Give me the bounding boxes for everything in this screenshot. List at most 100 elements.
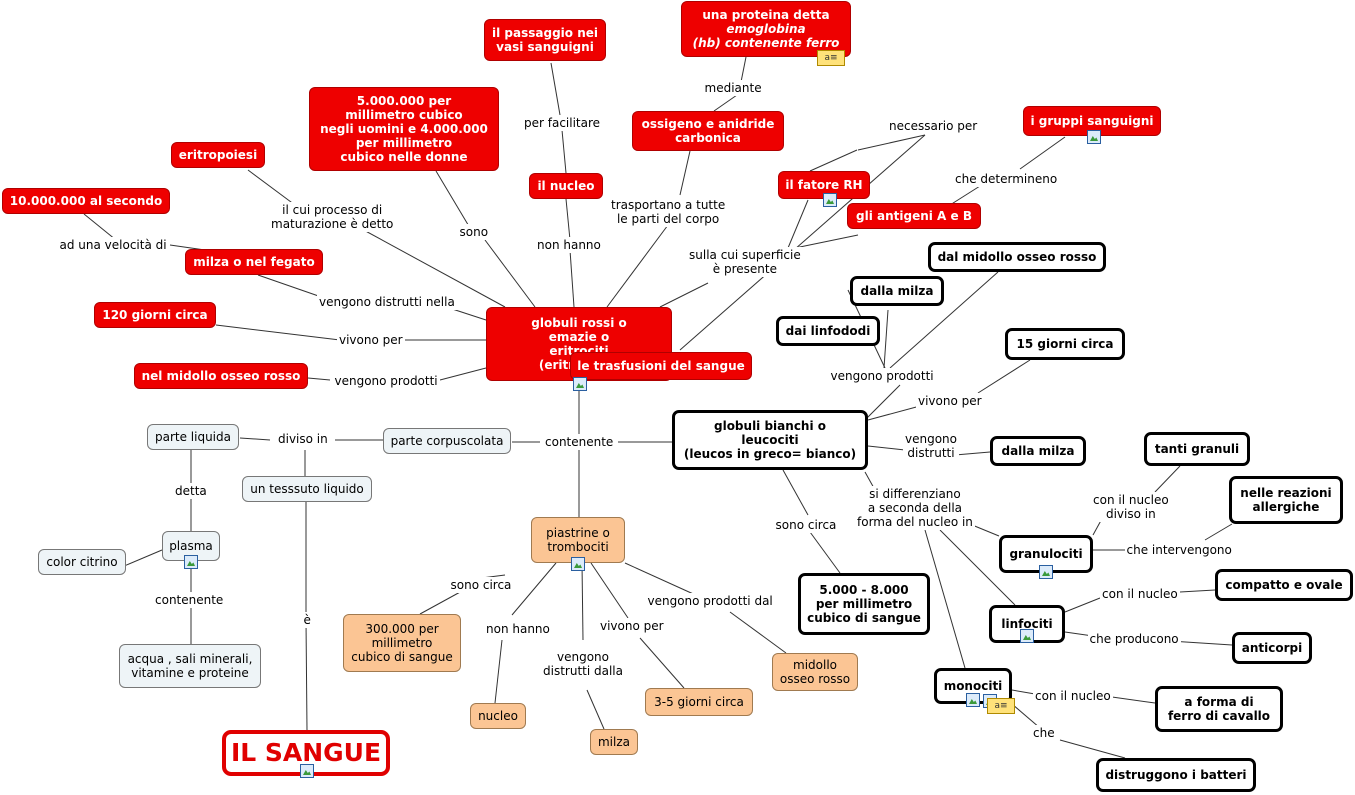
node-proteina-line-1: una proteina detta [702, 8, 830, 22]
picture-icon[interactable] [573, 377, 587, 391]
picture-icon[interactable] [300, 764, 314, 778]
node-dalla-milza-mid[interactable]: dalla milza [990, 436, 1086, 466]
node-diecimilioni[interactable]: 10.000.000 al secondo [2, 188, 170, 214]
node-tanti-granuli[interactable]: tanti granuli [1144, 432, 1250, 466]
node-compatto[interactable]: compatto e ovale [1215, 569, 1353, 601]
node-color-citrino[interactable]: color citrino [38, 549, 126, 575]
node-tessuto[interactable]: un tesssuto liquido [242, 476, 372, 502]
connector-line [679, 134, 926, 351]
node-root[interactable]: IL SANGUE [222, 730, 390, 776]
node-nucleo-peach[interactable]: nucleo [470, 703, 526, 729]
link-label-distrutti-white: vengono distrutti [903, 431, 959, 461]
connector-line [809, 531, 841, 574]
link-label-nucleo-diviso: con il nucleo diviso in [1091, 492, 1171, 522]
connector-line [1059, 739, 1126, 759]
connector-line [606, 224, 669, 308]
connector-line [740, 56, 747, 83]
connector-line [359, 227, 506, 308]
connector-line [864, 384, 901, 421]
node-cinquemilioni[interactable]: 5.000.000 per millimetro cubico negli uo… [309, 87, 499, 171]
connector-line [954, 451, 991, 456]
link-label-sono-circa-peach: sono circa [448, 577, 514, 593]
node-dalla-milza-top[interactable]: dalla milza [850, 276, 944, 306]
node-cinquemila[interactable]: 5.000 - 8.000 per millimetro cubico di s… [798, 573, 930, 635]
connector-line [794, 234, 859, 249]
node-proteina-line-2: emoglobina [726, 22, 806, 36]
link-label-cui-processo: il cui processo di maturazione è detto [269, 202, 396, 232]
connector-line [639, 637, 685, 689]
node-centoventi[interactable]: 120 giorni circa [94, 302, 216, 328]
node-nucleo-red[interactable]: il nucleo [529, 173, 603, 199]
node-piastrine[interactable]: piastrine o trombociti [531, 517, 625, 563]
node-quindici[interactable]: 15 giorni circa [1005, 328, 1125, 360]
link-label-distrutti-dalla: vengono distrutti dalla [541, 649, 625, 679]
connector-line [949, 185, 981, 206]
node-eritropoiesi[interactable]: eritropoiesi [171, 142, 265, 168]
connector-line [1204, 523, 1233, 541]
node-milza-fegato[interactable]: milza o nel fegato [185, 249, 323, 275]
link-label-prodotti-red: vengono prodotti [332, 373, 440, 389]
connector-line [939, 529, 1016, 606]
node-anticorpi[interactable]: anticorpi [1232, 632, 1312, 664]
connector-line [511, 562, 557, 616]
node-parte-liquida[interactable]: parte liquida [147, 424, 239, 450]
link-label-necessario: necessario per [887, 118, 980, 134]
link-label-contenente-plasma: contenente [153, 592, 226, 608]
link-label-differenziano: si differenziano a seconda della forma d… [855, 486, 975, 530]
link-label-detta: detta [173, 483, 209, 499]
node-ferro-cavallo[interactable]: a forma di ferro di cavallo [1155, 686, 1283, 732]
connector-line [889, 271, 999, 369]
link-label-con-nucleo-mono: con il nucleo [1033, 688, 1113, 704]
connector-line [857, 134, 926, 151]
connector-line [590, 562, 629, 619]
picture-icon[interactable] [1020, 629, 1034, 643]
connector-line [1154, 465, 1181, 493]
node-parte-corpuscolata[interactable]: parte corpuscolata [383, 428, 511, 454]
link-label-producono: che producono [1087, 631, 1181, 647]
node-midollo-peach[interactable]: midollo osseo rosso [772, 653, 858, 691]
node-batteri[interactable]: distruggono i batteri [1096, 758, 1256, 792]
connector-line [1064, 597, 1101, 613]
connector-line [679, 150, 691, 196]
node-plasma[interactable]: plasma [162, 531, 220, 561]
link-label-trasportano: trasportano a tutte le parti del corpo [609, 197, 728, 227]
link-label-diviso-in: diviso in [276, 431, 330, 447]
connector-line [435, 170, 471, 229]
node-antigeni[interactable]: gli antigeni A e B [847, 203, 981, 229]
connector-line [867, 445, 906, 451]
link-label-superficie: sulla cui superficie è presente [687, 247, 803, 277]
node-fattore-rh[interactable]: il fatore RH [778, 171, 870, 199]
node-trecentomila[interactable]: 300.000 per millimetro cubico di sangue [343, 614, 461, 672]
node-tre-cinque[interactable]: 3-5 giorni circa [645, 688, 753, 716]
picture-icon[interactable] [1087, 130, 1101, 144]
node-midollo-rosso-red[interactable]: nel midollo osseo rosso [134, 363, 308, 389]
node-linfododi[interactable]: dai linfododi [776, 316, 880, 346]
picture-icon[interactable] [571, 557, 585, 571]
link-label-sono-red: sono [457, 224, 491, 240]
picture-icon[interactable] [823, 193, 837, 207]
connector-line [239, 437, 271, 441]
node-ossigeno[interactable]: ossigeno e anidride carbonica [632, 111, 784, 151]
picture-icon[interactable] [966, 693, 980, 707]
connector-line [569, 249, 575, 308]
link-label-vivono-per-white: vivono per [916, 393, 984, 409]
node-milza-peach[interactable]: milza [590, 729, 638, 755]
connector-line [419, 590, 463, 615]
note-icon[interactable]: a≡ [987, 698, 1015, 714]
node-dal-midollo[interactable]: dal midollo osseo rosso [928, 242, 1106, 272]
connector-line [729, 611, 787, 654]
note-icon[interactable]: a≡ [817, 50, 845, 66]
node-passaggio[interactable]: il passaggio nei vasi sanguigni [484, 19, 606, 61]
node-acqua[interactable]: acqua , sali minerali, vitamine e protei… [119, 644, 261, 688]
node-reazioni[interactable]: nelle reazioni allergiche [1229, 476, 1343, 524]
link-label-con-nucleo-linfo: con il nucleo [1100, 586, 1180, 602]
picture-icon[interactable] [184, 555, 198, 569]
connector-line [247, 169, 296, 206]
link-label-vivono-per-peach: vivono per [598, 618, 666, 634]
node-trasfusioni[interactable]: le trasfusioni del sangue [570, 352, 752, 380]
node-globuli-bianchi[interactable]: globuli bianchi o leucociti (leucos in g… [672, 410, 868, 470]
link-label-mediante: mediante [702, 80, 764, 96]
link-label-non-hanno-peach: non hanno [484, 621, 552, 637]
picture-icon[interactable] [1039, 565, 1053, 579]
